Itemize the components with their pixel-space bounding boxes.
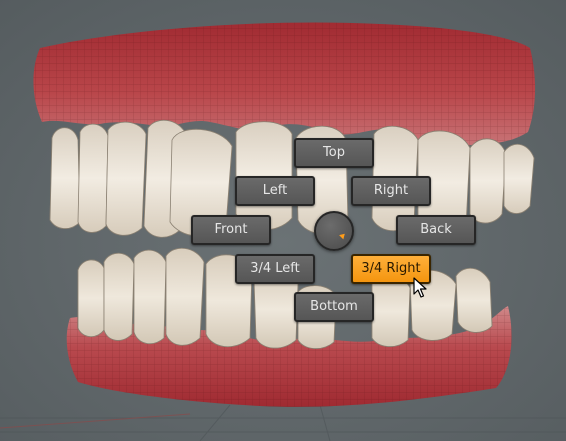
view-bottom-button[interactable]: Bottom [294, 292, 374, 322]
view-three-quarter-left-button[interactable]: 3/4 Left [235, 254, 315, 284]
view-three-quarter-right-button[interactable]: 3/4 Right [351, 254, 431, 284]
view-right-button[interactable]: Right [351, 176, 431, 206]
ground-grid [0, 404, 566, 441]
pie-menu-center [314, 211, 354, 251]
upper-gum [33, 22, 536, 150]
view-back-button[interactable]: Back [396, 215, 476, 245]
view-front-button[interactable]: Front [191, 215, 271, 245]
direction-indicator-icon [339, 231, 347, 240]
mouse-cursor-icon [413, 277, 427, 298]
view-left-button[interactable]: Left [235, 176, 315, 206]
view-top-button[interactable]: Top [294, 138, 374, 168]
